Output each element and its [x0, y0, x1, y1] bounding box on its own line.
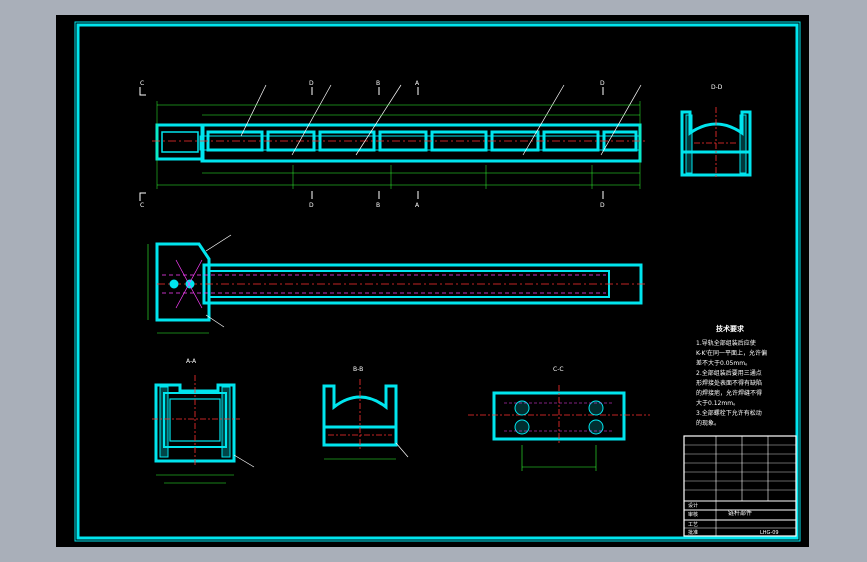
title-row-label-4: 批准: [688, 529, 698, 536]
tech-req-line-6: 的焊接疤，允许焊缝不得: [696, 389, 762, 397]
tech-req-line-7: 大于0.12mm。: [696, 399, 739, 407]
section-bb-label: B-B: [353, 366, 363, 373]
section-cc-label: C-C: [553, 366, 564, 373]
cut-marker-b-bottom: B: [376, 202, 380, 209]
elevation-view: C C D D B B A A D D: [139, 80, 648, 209]
tech-req-line-1: 1.导轨全部组装后应使: [696, 339, 756, 347]
tech-req-line-2: K-K'在同一平面上，允许偏: [696, 349, 767, 357]
tech-req-line-3: 差不大于0.05mm。: [696, 359, 751, 367]
tech-requirements: 技术要求 1.导轨全部组装后应使 K-K'在同一平面上，允许偏 差不大于0.05…: [696, 324, 767, 427]
title-block: 设计 审核 工艺 批准 链杆部件 LHG-09: [683, 435, 797, 537]
cut-marker-c-top: C: [140, 80, 144, 87]
tech-req-line-4: 2.全部组装后要用三通点: [696, 369, 762, 377]
cut-marker-d-top: D: [309, 80, 314, 87]
cut-marker-d2-top: D: [600, 80, 605, 87]
cut-marker-d2-bottom: D: [600, 202, 605, 209]
tech-req-line-8: 3.全部螺栓下允许有松动: [696, 409, 762, 417]
tech-req-line-9: 的现象。: [696, 419, 720, 427]
cut-marker-d-bottom: D: [309, 202, 314, 209]
cut-marker-c-bottom: C: [140, 202, 144, 209]
section-dd-top: D-D: [680, 84, 752, 179]
section-cc: C-C: [468, 366, 650, 471]
section-aa-label: A-A: [186, 358, 197, 365]
outer-frame: [74, 21, 801, 542]
drawing-canvas: C C D D B B A A D D D-D: [74, 21, 801, 542]
title-row-label-1: 设计: [688, 502, 698, 509]
title-row-label-2: 审核: [688, 511, 698, 518]
section-dd-top-label: D-D: [711, 84, 723, 91]
section-bb: B-B: [322, 366, 409, 460]
drawing-name: 链杆部件: [728, 509, 752, 517]
cut-marker-a-top: A: [415, 80, 420, 87]
section-aa: A-A: [152, 358, 255, 484]
plan-view: [147, 234, 648, 334]
title-row-label-3: 工艺: [688, 522, 698, 528]
drawing-sheet[interactable]: C C D D B B A A D D D-D: [56, 15, 809, 547]
tech-req-heading: 技术要求: [716, 324, 745, 333]
tech-req-line-5: 形焊接处表面不得有缺陷: [696, 379, 762, 387]
drawing-number: LHG-09: [760, 530, 779, 536]
cut-marker-b-top: B: [376, 80, 380, 87]
cut-marker-a-bottom: A: [415, 202, 420, 209]
inner-frame: [76, 23, 799, 540]
